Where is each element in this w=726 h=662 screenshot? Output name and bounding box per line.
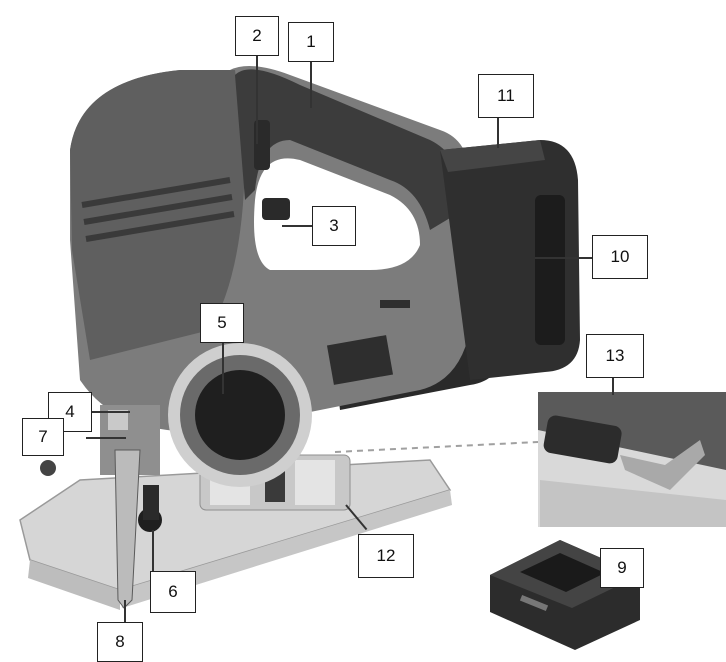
callout-10: 10: [592, 235, 648, 279]
callout-1: 1: [288, 22, 334, 62]
callout-5: 5: [200, 303, 244, 343]
handle-grip: [235, 69, 460, 230]
callout-13: 13: [586, 334, 644, 378]
leader-8: [124, 600, 126, 624]
leader-1: [310, 60, 312, 108]
inset-detail: [538, 392, 726, 527]
leader-5: [222, 342, 224, 394]
callout-7: 7: [22, 418, 64, 456]
leader-6: [152, 530, 154, 572]
callout-9: 9: [600, 548, 644, 588]
saw-blade: [114, 449, 141, 609]
callout-6: 6: [150, 571, 196, 613]
leader-4: [90, 411, 130, 413]
callout-3: 3: [312, 206, 356, 246]
leader-7: [86, 437, 126, 439]
callout-8: 8: [97, 622, 143, 662]
callout-2: 2: [235, 16, 279, 56]
leader-11: [497, 118, 499, 148]
leader-3: [282, 225, 312, 227]
callout-11: 11: [478, 74, 534, 118]
leader-13: [612, 377, 614, 395]
callout-12: 12: [358, 534, 414, 578]
leader-10: [535, 257, 593, 259]
leader-2: [256, 54, 258, 144]
